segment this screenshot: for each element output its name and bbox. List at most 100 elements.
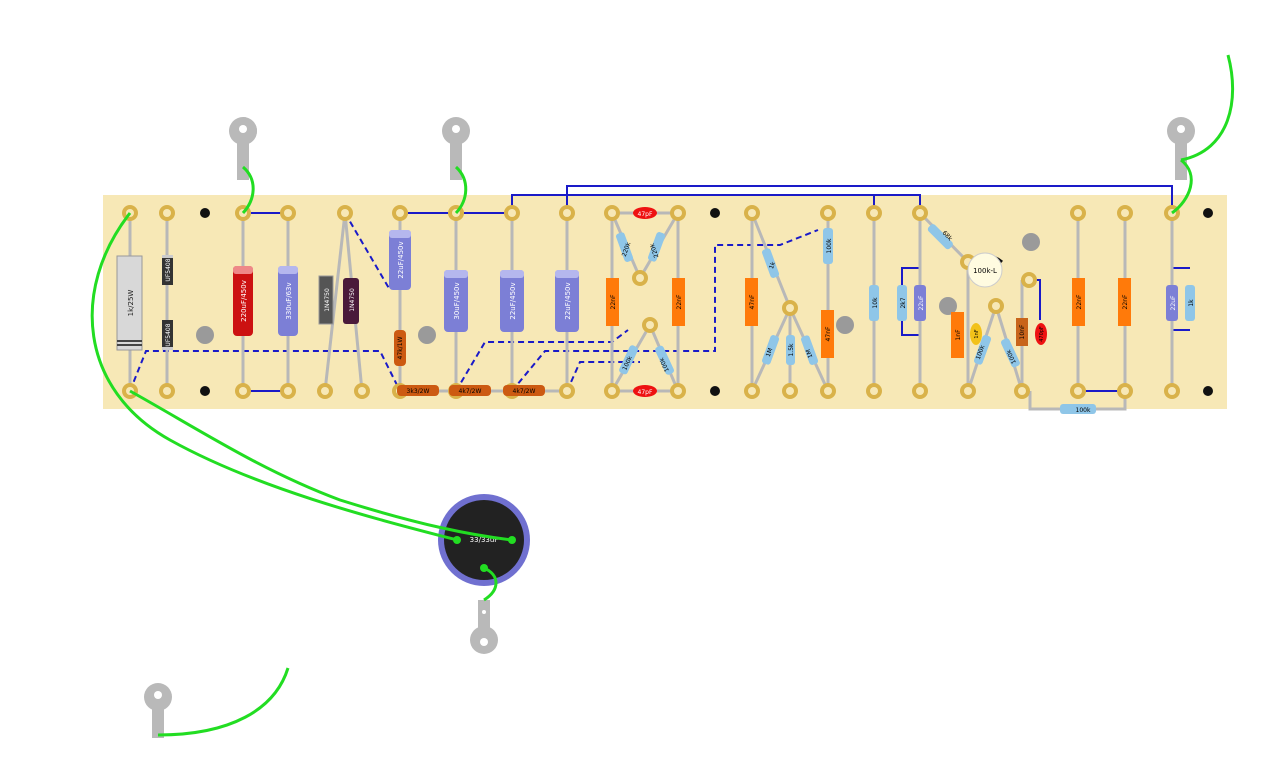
carbon-resistor-label: 4k7/2W [513, 388, 536, 395]
mount-holes [200, 208, 1213, 396]
ceramic-cap: 47pF [633, 207, 657, 219]
eyelet [354, 383, 370, 399]
eyelets [122, 205, 1180, 399]
wire [241, 165, 255, 215]
carbon-resistor-label: 47k/1W [397, 336, 404, 359]
eyelet [866, 383, 882, 399]
eyelet [604, 383, 620, 399]
eyelet [782, 383, 798, 399]
eyelet [1070, 383, 1086, 399]
resistor-label: 1k [768, 260, 777, 270]
resistor: 1k [762, 248, 780, 278]
green-wires [90, 54, 1235, 737]
film-cap-label: 47nF [825, 326, 832, 341]
eyelet [1164, 383, 1180, 399]
electrolytic-cap: 22uF/450v [389, 230, 411, 290]
eyelet [337, 205, 353, 221]
mount-hole [710, 386, 720, 396]
electrolytic-cap: 330uF/63v [278, 266, 298, 336]
can-capacitor: 33/33uF [438, 494, 530, 586]
trace [511, 194, 921, 213]
dashed-trace [566, 361, 640, 392]
ceramic-cap: 47pF [633, 385, 657, 397]
resistor: 1M [762, 335, 780, 365]
power-resistor-label: 1k/25W [127, 290, 135, 317]
eyelet [1070, 205, 1086, 221]
resistor: 100k [823, 228, 833, 264]
resistor: 1.5k [786, 335, 795, 365]
eyelet [1117, 205, 1133, 221]
film-cap-label: 22nF [1122, 294, 1129, 309]
resistor: 100k [974, 335, 992, 365]
eyelet [820, 383, 836, 399]
board [103, 195, 1227, 409]
grey-holes [196, 233, 1040, 344]
ecap-label: 22uF/450v [397, 241, 405, 278]
wire [483, 566, 498, 602]
ceramic-cap-label: 47pF [638, 389, 653, 396]
electrolytic-cap: 30uF/450v [444, 270, 468, 332]
eyelet [559, 383, 575, 399]
ecap-label: 22uF/450v [564, 282, 572, 319]
eyelet [317, 383, 333, 399]
carbon-resistor: 4k7/2W [503, 385, 545, 396]
solder-lug [1167, 117, 1195, 180]
zener-diode: 1N4750 [343, 278, 359, 324]
resistor: 220k [648, 232, 666, 262]
eyelet [912, 383, 928, 399]
carbon-resistor [515, 385, 557, 396]
carbon-resistor: 47k/1W [394, 330, 406, 366]
resistor: 220k [616, 232, 634, 262]
film-cap: 1nF [951, 312, 964, 358]
electrolytic-cap: 22uF [914, 285, 926, 321]
carbon-resistor: 4k7/2W [449, 385, 491, 396]
eyelet [782, 300, 798, 316]
resistor-label: 1.5k [788, 343, 795, 357]
ecap-label: 30uF/450v [453, 282, 461, 319]
carbon-resistor: 3k3/2W [397, 385, 439, 396]
resistor: 2k7 [897, 285, 907, 321]
ceramic-cap-label: 470pF [1039, 326, 1045, 342]
film-cap: 47nF [745, 278, 758, 326]
wire [1180, 54, 1235, 162]
grey-hole [939, 297, 957, 315]
grey-hole [196, 326, 214, 344]
can-capacitor-label: 33/33uF [470, 536, 499, 544]
ecap-label: 330uF/63v [285, 282, 293, 319]
film-cap: 22nF [672, 278, 685, 326]
mount-hole [200, 386, 210, 396]
eyelet [1021, 272, 1037, 288]
ecap-label: 22uF [1170, 295, 1177, 310]
film-cap-label: 10nF [1019, 324, 1026, 339]
dashed-trace [129, 350, 401, 392]
wire [90, 212, 458, 542]
film-cap-label: 22nF [610, 294, 617, 309]
resistor: 1M [801, 335, 819, 365]
film-cap: 47nF [821, 310, 834, 358]
diode-label: UF5408 [165, 258, 172, 281]
diode: UF5408 [162, 255, 173, 285]
eyelet [159, 383, 175, 399]
ceramic-cap: 470pF [1035, 323, 1047, 345]
grey-hole [418, 326, 436, 344]
resistor-label: 220k [649, 242, 661, 259]
solder-lug [229, 117, 257, 180]
ecap-label: 220uF/450v [240, 280, 248, 322]
carbon-resistor-label: 3k3/2W [407, 388, 430, 395]
film-cap-label: 1nF [955, 329, 962, 341]
dashed-trace [455, 329, 629, 392]
wire [1171, 158, 1193, 215]
eyelet [159, 205, 175, 221]
eyelet [1014, 383, 1030, 399]
film-cap: 10nF [1016, 318, 1028, 346]
power-resistor: 1k/25W [116, 255, 143, 351]
diode-label: UF5408 [165, 323, 172, 346]
mount-hole [1203, 386, 1213, 396]
ceramic-cap: 1nF [970, 323, 982, 345]
eyelet [642, 317, 658, 333]
ceramic-cap-label: 47pF [638, 211, 653, 218]
eyelet [744, 205, 760, 221]
resistor-label: 1M [805, 348, 815, 359]
